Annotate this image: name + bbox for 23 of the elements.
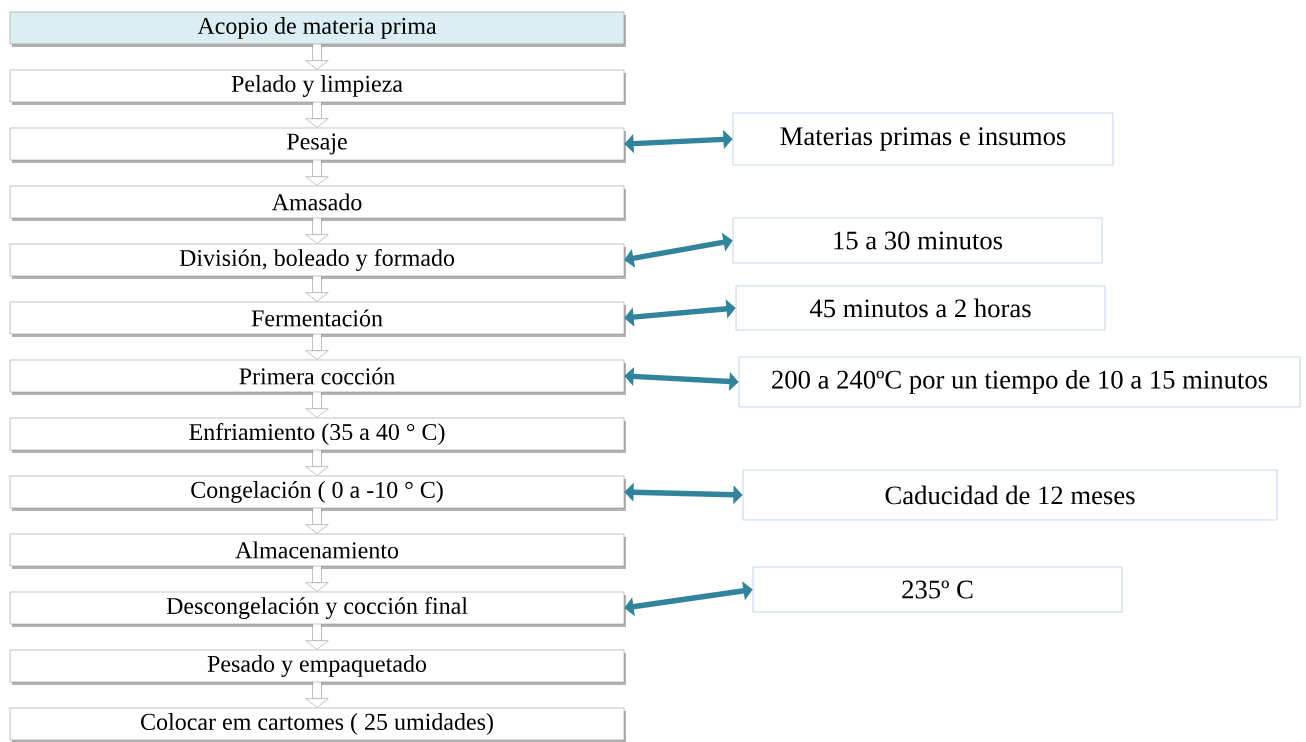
down-arrow: [305, 450, 329, 476]
note-box: 15 a 30 minutos: [732, 217, 1103, 264]
note-box: 235º C: [752, 566, 1123, 613]
down-arrow: [305, 566, 329, 592]
note-box: Materias primas e insumos: [732, 112, 1114, 166]
double-arrow: [624, 129, 733, 154]
double-arrow: [624, 232, 733, 268]
note-box: 200 a 240ºC por un tiempo de 10 a 15 minutos: [738, 356, 1301, 408]
double-arrow: [624, 299, 736, 327]
down-arrow: [305, 334, 329, 360]
down-arrow: [305, 508, 329, 534]
down-arrow: [305, 624, 329, 650]
down-arrow: [305, 682, 329, 708]
down-arrow: [305, 102, 329, 128]
down-arrow: [305, 276, 329, 302]
double-arrow: [624, 581, 753, 617]
process-box: Acopio de materia prima: [9, 11, 626, 47]
note-box: Caducidad de 12 meses: [742, 469, 1278, 521]
note-box: 45 minutos a 2 horas: [735, 285, 1106, 331]
down-arrow: [305, 44, 329, 70]
down-arrow: [305, 392, 329, 418]
down-arrow: [305, 160, 329, 186]
down-arrow: [305, 218, 329, 244]
